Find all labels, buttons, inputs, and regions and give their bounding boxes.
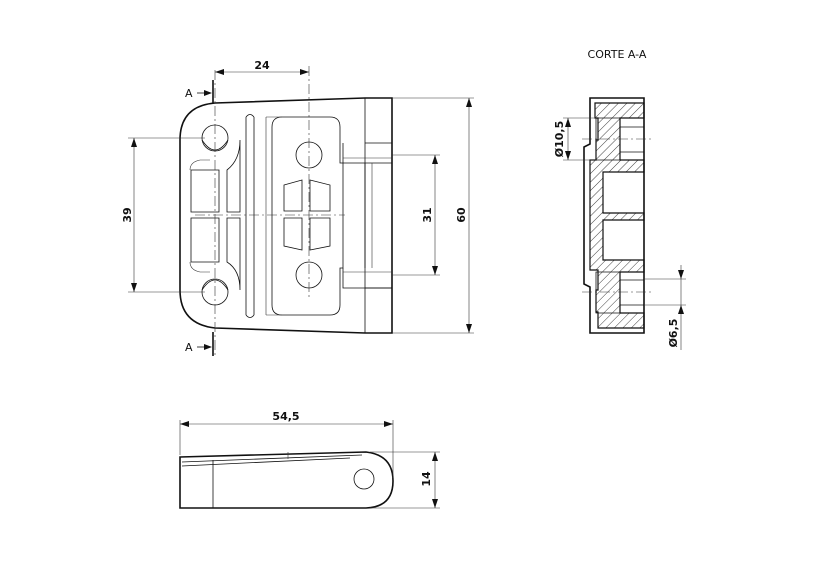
front-view-outline xyxy=(179,97,393,334)
section-mark-top: A xyxy=(185,80,214,103)
dimension-front-width: 24 xyxy=(215,59,309,75)
side-view: 54,5 14 xyxy=(179,410,440,509)
front-view xyxy=(179,66,393,355)
dim-height-total-label: 60 xyxy=(455,207,468,223)
dim-counterbore-label: Ø10,5 xyxy=(553,121,566,158)
dim-hole-pitch-inner-label: 31 xyxy=(421,207,434,222)
dim-thickness-side-label: 14 xyxy=(420,471,433,487)
section-mark-bottom-label: A xyxy=(185,341,193,354)
side-view-outline xyxy=(179,451,394,509)
section-title: CORTE A-A xyxy=(588,48,647,61)
dim-length-side-label: 54,5 xyxy=(272,410,299,423)
side-view-pin xyxy=(353,468,375,490)
dimension-hole-pitch-outer: 39 xyxy=(121,137,205,293)
dimension-hole-pitch-inner: 31 xyxy=(392,154,440,276)
section-mark-bottom: A xyxy=(185,332,214,356)
inner-leaf-outline xyxy=(271,116,344,316)
dim-hole-pitch-outer-label: 39 xyxy=(121,207,134,222)
section-mark-top-label: A xyxy=(185,87,193,100)
dimension-height-total: 60 xyxy=(392,97,474,334)
dim-hole-label: Ø6,5 xyxy=(667,319,680,348)
section-view: CORTE A-A Ø10,5 Ø6,5 xyxy=(553,48,686,350)
dim-front-width-label: 24 xyxy=(254,59,270,72)
